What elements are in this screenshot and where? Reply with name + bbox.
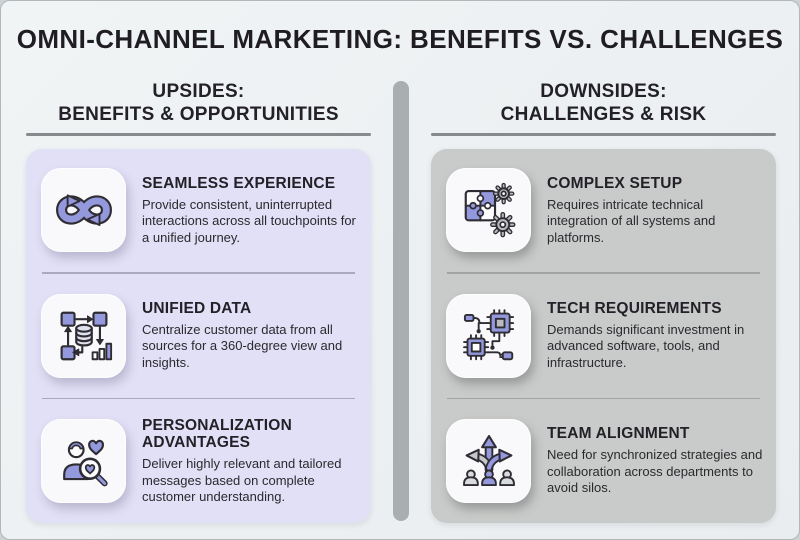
item-description: Deliver highly relevant and tailored mes…	[142, 456, 342, 505]
item-title: TECH REQUIREMENTS	[547, 300, 722, 318]
item-title: COMPLEX SETUP	[547, 174, 683, 192]
challenge-item-complex-setup: COMPLEX SETUP Requires intricate technic…	[431, 149, 776, 273]
challenges-column: DOWNSIDES: CHALLENGES & RISK	[431, 80, 776, 523]
item-text: UNIFIED DATA Centralize customer data fr…	[142, 300, 359, 371]
challenges-header-line2: CHALLENGES & RISK	[500, 104, 707, 125]
item-description: Need for synchronized strategies and col…	[547, 447, 763, 496]
item-text: TECH REQUIREMENTS Demands significant in…	[547, 300, 764, 371]
column-divider	[393, 81, 409, 521]
benefits-header-underline	[26, 133, 371, 136]
benefit-item-seamless-experience: SEAMLESS EXPERIENCE Provide consistent, …	[26, 149, 371, 273]
benefits-header-line2: BENEFITS & OPPORTUNITIES	[58, 104, 339, 125]
benefits-column-header: UPSIDES: BENEFITS & OPPORTUNITIES	[26, 80, 371, 126]
challenges-column-header: DOWNSIDES: CHALLENGES & RISK	[431, 80, 776, 126]
item-description: Requires intricate technical integration…	[547, 196, 716, 245]
benefit-item-personalization: PERSONALIZATION ADVANTAGES Deliver highl…	[26, 399, 371, 523]
item-divider	[42, 397, 355, 400]
puzzle-gears-icon	[446, 168, 531, 253]
item-text: SEAMLESS EXPERIENCE Provide consistent, …	[142, 175, 359, 246]
infinity-arrows-icon	[41, 168, 126, 253]
columns-container: UPSIDES: BENEFITS & OPPORTUNITIES	[26, 80, 776, 523]
page-title: OMNI-CHANNEL MARKETING: BENEFITS VS. CHA…	[16, 24, 784, 54]
microchip-circuit-icon	[446, 293, 531, 378]
item-title: PERSONALIZATION ADVANTAGES	[142, 416, 292, 452]
item-description: Provide consistent, uninterrupted intera…	[142, 196, 356, 245]
item-text: COMPLEX SETUP Requires intricate technic…	[547, 175, 764, 246]
benefits-column: UPSIDES: BENEFITS & OPPORTUNITIES	[26, 80, 371, 523]
benefit-item-unified-data: UNIFIED DATA Centralize customer data fr…	[26, 274, 371, 398]
person-heart-magnifier-icon	[41, 419, 126, 504]
item-text: TEAM ALIGNMENT Need for synchronized str…	[547, 425, 764, 496]
item-description: Demands significant investment in advanc…	[547, 321, 745, 370]
item-title: SEAMLESS EXPERIENCE	[142, 174, 336, 192]
branching-arrows-team-icon	[446, 419, 531, 504]
item-divider	[42, 272, 355, 274]
benefits-header-line1: UPSIDES:	[152, 81, 245, 102]
challenge-item-tech-requirements: TECH REQUIREMENTS Demands significant in…	[431, 274, 776, 398]
data-flow-icon	[41, 293, 126, 378]
challenge-item-team-alignment: TEAM ALIGNMENT Need for synchronized str…	[431, 399, 776, 523]
item-text: PERSONALIZATION ADVANTAGES Deliver highl…	[142, 417, 359, 506]
item-description: Centralize customer data from all source…	[142, 321, 343, 370]
challenges-card: COMPLEX SETUP Requires intricate technic…	[431, 148, 776, 523]
challenges-header-line1: DOWNSIDES:	[540, 81, 667, 102]
item-title: UNIFIED DATA	[142, 300, 252, 318]
item-divider	[447, 272, 760, 274]
benefits-card: SEAMLESS EXPERIENCE Provide consistent, …	[26, 148, 371, 523]
item-title: TEAM ALIGNMENT	[547, 425, 690, 443]
challenges-header-underline	[431, 133, 776, 136]
item-divider	[447, 397, 760, 400]
